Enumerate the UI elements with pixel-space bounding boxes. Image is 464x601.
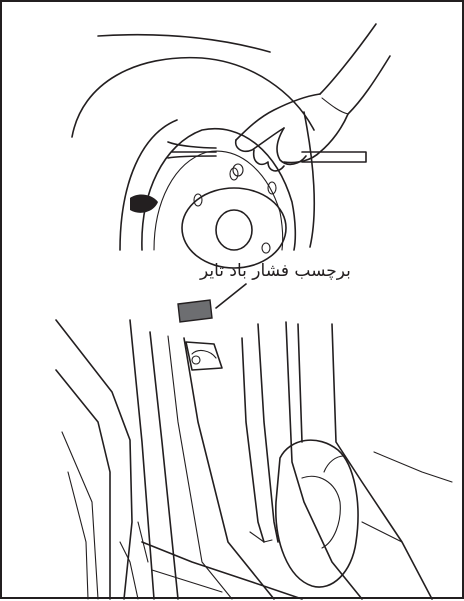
tire-mark [130,195,158,213]
door-pillar-scene [56,320,452,599]
leader-line [216,284,246,308]
tire-pressure-label-text: برچسب فشار باد تایر [200,260,400,282]
fender-arc [98,35,270,52]
door-edge [56,320,132,599]
label-callout [178,284,246,322]
hub-outer [182,188,286,268]
inner-panel [286,322,362,599]
wheel-scene [72,24,390,268]
door-striker [186,342,222,370]
tire-pressure-sticker [178,300,212,322]
seat-cushion [276,440,358,587]
rim-inner [154,151,283,250]
lug-wrench [168,142,366,176]
hand [236,24,390,171]
hub-center [216,210,252,250]
door-sill [142,542,302,599]
b-pillar [130,320,154,599]
